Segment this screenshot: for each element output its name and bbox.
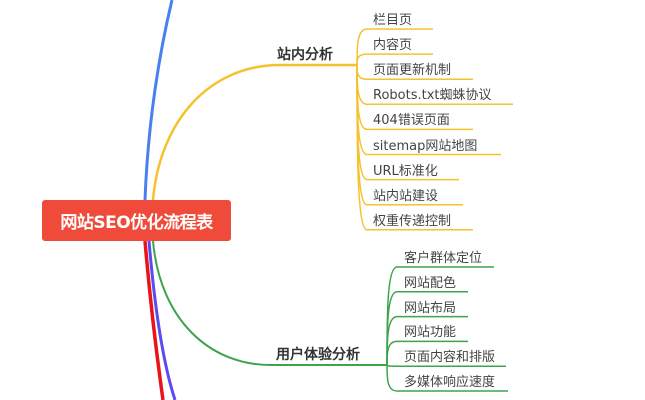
leaf-node[interactable]: 栏目页	[373, 13, 413, 28]
leaf-node[interactable]: 多媒体响应速度	[404, 375, 496, 390]
root-node[interactable]: 网站SEO优化流程表	[42, 200, 231, 241]
leaf-node[interactable]: 站内站建设	[373, 188, 439, 204]
connector-blue	[143, 0, 174, 201]
leaf-node[interactable]: 404错误页面	[373, 113, 450, 129]
leaf-node[interactable]: Robots.txt蜘蛛协议	[373, 88, 492, 104]
branch-site-analysis[interactable]: 站内分析	[277, 47, 333, 63]
leaf-node[interactable]: 网站功能	[404, 325, 457, 341]
leaf-node[interactable]: 权重传递控制	[373, 213, 452, 229]
leaf-node[interactable]: 网站配色	[404, 275, 457, 291]
leaf-connector	[386, 340, 468, 366]
leaf-connector	[356, 53, 433, 66]
branch-ux-analysis[interactable]: 用户体验分析	[276, 347, 360, 363]
leaf-connector	[356, 64, 473, 231]
leaf-node[interactable]: 客户群体定位	[404, 251, 483, 266]
leaf-node[interactable]: 页面内容和排版	[404, 350, 496, 366]
leaf-node[interactable]: 内容页	[373, 38, 413, 54]
connector-purple	[147, 240, 177, 400]
connector-site-analysis	[151, 63, 357, 201]
leaf-node[interactable]: sitemap网站地图	[373, 138, 478, 154]
leaf-node[interactable]: URL标准化	[373, 163, 438, 179]
leaf-node[interactable]: 页面更新机制	[373, 63, 452, 79]
leaf-node[interactable]: 网站布局	[404, 300, 457, 316]
leaf-connector	[386, 364, 508, 392]
connector-ux-analysis	[152, 240, 387, 366]
connector-red	[143, 240, 165, 400]
